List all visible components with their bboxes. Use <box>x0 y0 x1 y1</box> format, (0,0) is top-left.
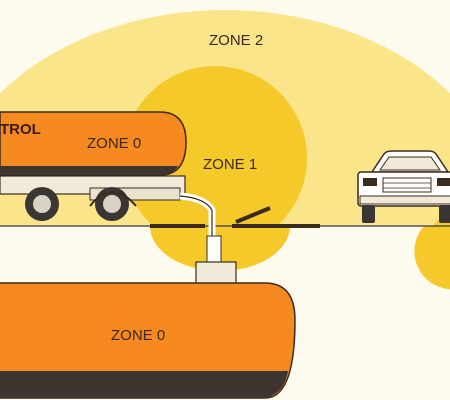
tanker-truck: TROL ZONE 0 <box>0 111 187 221</box>
truck-zone0-label: ZONE 0 <box>87 135 141 152</box>
zone1-label: ZONE 1 <box>203 156 257 173</box>
tank-zone0-label: ZONE 0 <box>111 327 165 344</box>
car-windshield <box>379 156 441 171</box>
car-headlight-right <box>437 178 450 186</box>
fill-point-cover <box>150 206 320 228</box>
car <box>357 150 450 223</box>
fill-pipe <box>195 235 237 285</box>
zone1-area-right-lower <box>414 226 450 290</box>
car-grille <box>382 177 432 193</box>
car-wheel-left <box>362 205 375 223</box>
truck-tank-stripe <box>0 166 178 175</box>
underground-tank-stripe <box>0 371 288 398</box>
truck-tank <box>0 111 187 176</box>
underground-tank: ZONE 0 <box>0 282 296 399</box>
zone1-area <box>123 66 307 250</box>
car-wheel-right <box>439 205 450 223</box>
underground-tank-body <box>0 282 296 399</box>
zone2-label: ZONE 2 <box>209 32 263 49</box>
car-headlight-left <box>363 178 377 186</box>
truck-brand-text: TROL <box>0 121 41 138</box>
